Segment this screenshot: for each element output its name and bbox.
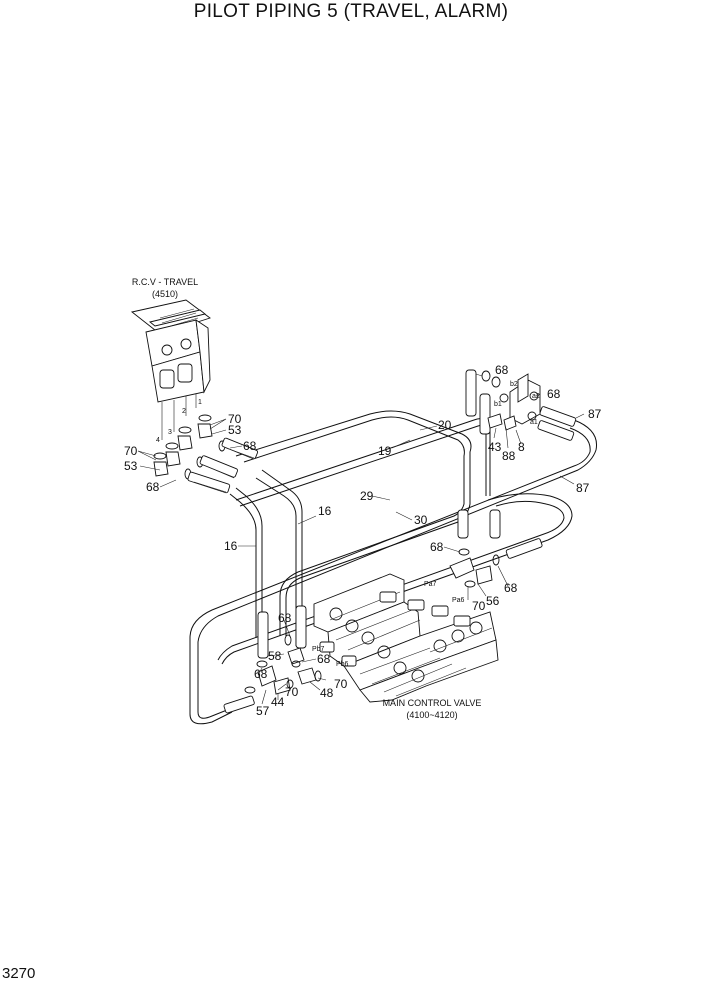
port-a2-label: a2 (532, 393, 540, 400)
port-pa6-label: Pa6 (452, 597, 465, 604)
callout-70-upper: 70 (228, 412, 242, 426)
port-1-label: 1 (198, 399, 202, 406)
port-pa7-label: Pa7 (424, 581, 437, 588)
port-2-label: 2 (182, 408, 186, 415)
callout-56: 56 (486, 594, 500, 608)
callout-29: 29 (360, 489, 374, 503)
callout-44: 44 (271, 695, 285, 709)
callout-68-upper: 68 (243, 439, 257, 453)
rcv-code-label: (4510) (152, 289, 178, 299)
port-3-label: 3 (168, 429, 172, 436)
callout-87-lower: 87 (576, 481, 590, 495)
rcv-name-label: R.C.V - TRAVEL (132, 277, 198, 287)
rcv-port-fittings (153, 414, 226, 480)
port-pb6-label: Pb6 (336, 661, 349, 668)
callout-70-tee: 70 (472, 599, 486, 613)
port-b2-label: b2 (510, 381, 518, 388)
callout-30: 30 (414, 513, 428, 527)
callout-68-tee-left: 68 (430, 540, 444, 554)
callout-19: 19 (378, 444, 392, 458)
callout-43: 43 (488, 440, 502, 454)
callout-68-alarm-top: 68 (495, 363, 509, 377)
rcv-hoses (187, 437, 259, 494)
callout-53-upper: 53 (228, 423, 242, 437)
callout-68-lower: 68 (146, 480, 160, 494)
callout-68-lower-tee: 68 (254, 667, 268, 681)
main-control-valve (313, 573, 499, 703)
rcv-travel-valve (130, 299, 211, 440)
mcv-name-label: MAIN CONTROL VALVE (383, 698, 482, 708)
port-a1-label: a1 (530, 419, 538, 426)
callout-68-tee-right: 68 (504, 581, 518, 595)
mcv-tee-fittings (244, 548, 500, 695)
port-pb7-label: Pb7 (312, 646, 325, 653)
page-title: PILOT PIPING 5 (TRAVEL, ALARM) (194, 1, 509, 22)
callout-58: 58 (268, 649, 282, 663)
port-b1-label: b1 (494, 401, 502, 408)
callout-70-pb6: 70 (334, 677, 348, 691)
mcv-code-label: (4100~4120) (406, 710, 457, 720)
callout-48: 48 (320, 686, 334, 700)
callout-68-pb6: 68 (317, 652, 331, 666)
callout-20: 20 (438, 418, 452, 432)
callout-leaders (137, 373, 585, 705)
callout-8: 8 (518, 440, 525, 454)
callout-16-left: 16 (224, 539, 238, 553)
callout-68-pb7: 68 (278, 611, 292, 625)
right-hoses (223, 369, 577, 714)
callout-16-right: 16 (318, 504, 332, 518)
callout-57: 57 (256, 704, 270, 718)
callout-70-lower-tee: 70 (285, 685, 299, 699)
callout-87-upper: 87 (588, 407, 602, 421)
callout-53-lower: 53 (124, 459, 138, 473)
travel-alarm-block (481, 370, 541, 431)
callout-88: 88 (502, 449, 516, 463)
page-number: 3270 (2, 965, 35, 982)
port-4-label: 4 (156, 437, 160, 444)
callout-68-alarm-right: 68 (547, 387, 561, 401)
callout-70-lower: 70 (124, 444, 138, 458)
